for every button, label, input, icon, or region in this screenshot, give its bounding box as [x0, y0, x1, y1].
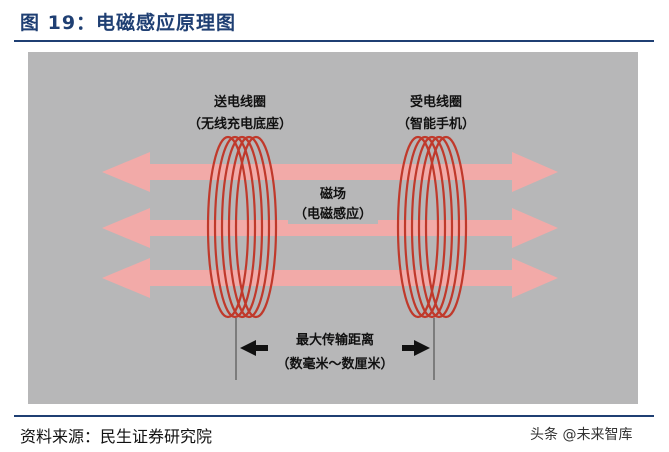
field-arrow-bottom: [102, 258, 558, 298]
title-divider: [14, 40, 654, 42]
transmitter-coil: [206, 135, 278, 319]
tx-coil-label: 送电线圈: [213, 94, 266, 110]
distance-indicator: [235, 318, 435, 380]
receiver-coil: [396, 135, 468, 319]
field-arrow-top: [102, 152, 558, 192]
field-arrow-middle: [102, 208, 558, 248]
tx-coil-sublabel: （无线充电底座）: [188, 116, 292, 132]
field-label-bg: [288, 182, 378, 224]
distance-label: 最大传输距离: [296, 332, 374, 348]
field-arrows: [102, 152, 558, 298]
distance-right-arrow: [402, 340, 430, 356]
footer-divider: [14, 415, 654, 417]
source-note: 资料来源：民生证券研究院: [20, 427, 213, 446]
watermark: 头条 @未来智库: [530, 427, 633, 443]
page-title: 图 19：电磁感应原理图: [20, 12, 237, 34]
distance-left-arrow: [240, 340, 268, 356]
distance-sublabel: （数毫米～数厘米）: [276, 356, 393, 372]
field-sublabel: （电磁感应）: [294, 206, 372, 222]
rx-coil-label: 受电线圈: [410, 94, 462, 110]
rx-coil-sublabel: （智能手机）: [397, 116, 475, 132]
field-label: 磁场: [320, 186, 346, 202]
